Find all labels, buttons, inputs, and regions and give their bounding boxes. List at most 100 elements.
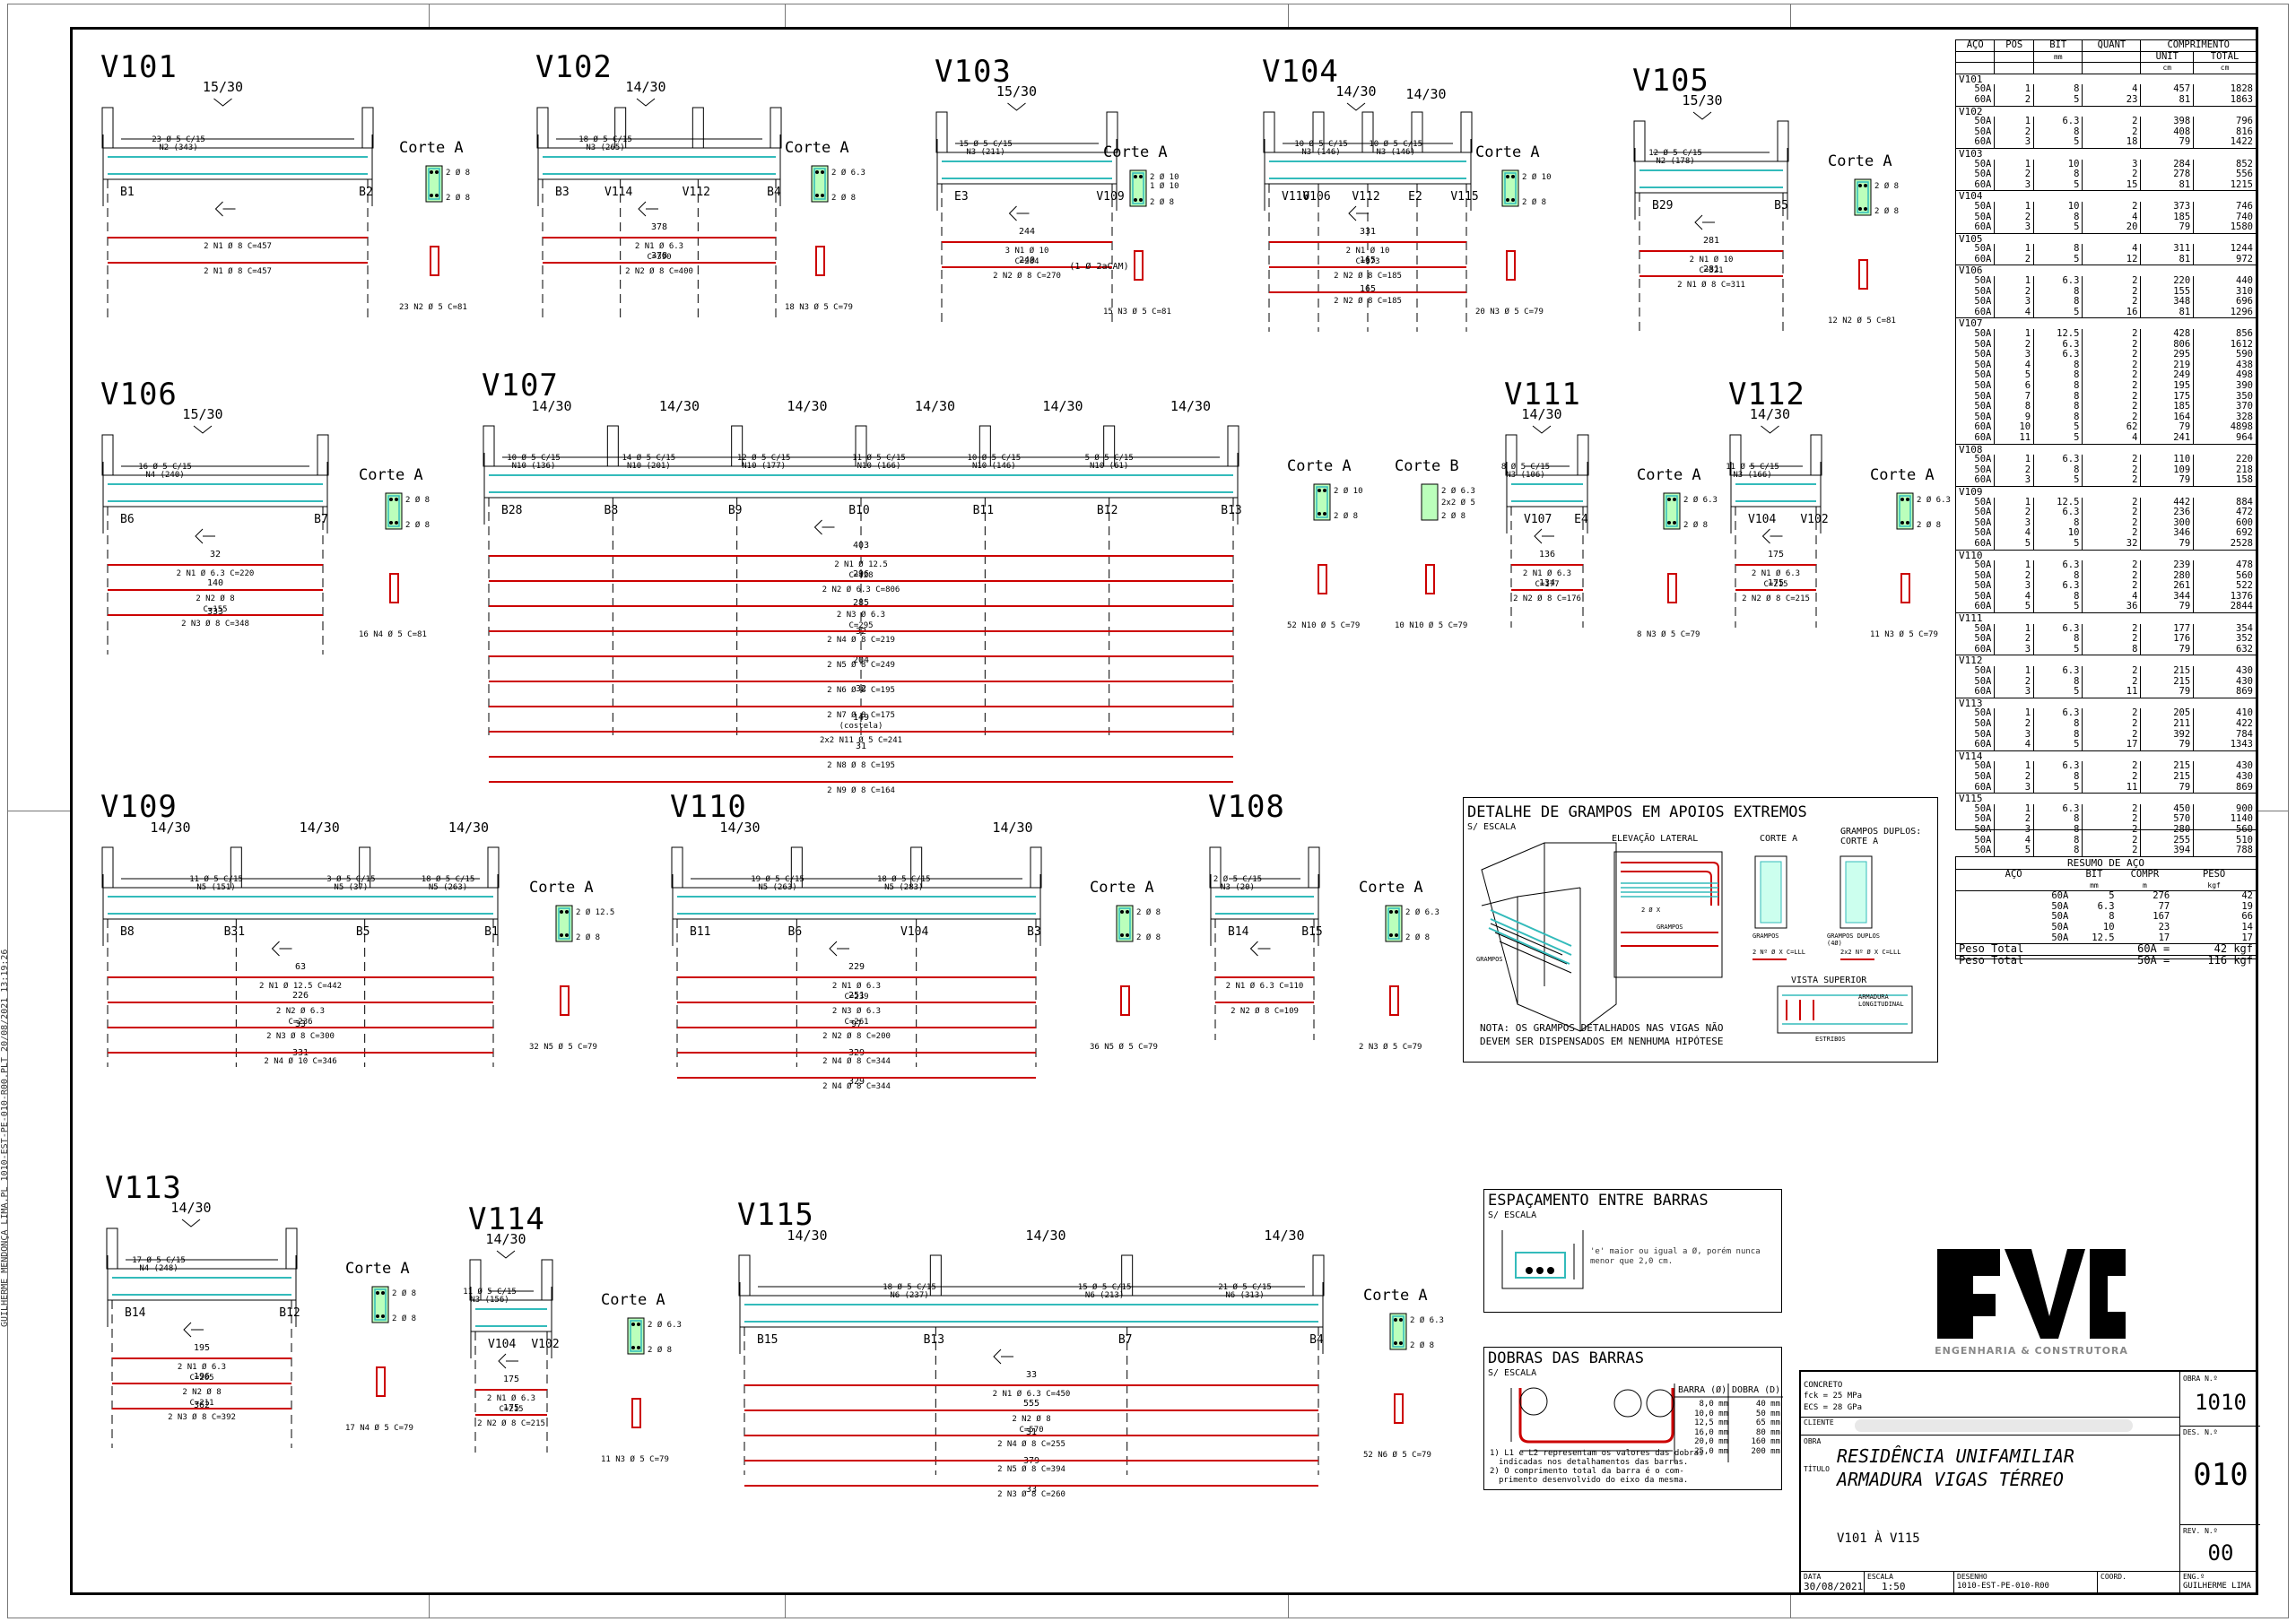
table-cell: 50A (2051, 921, 2069, 932)
sec-bot-label: 2 Ø 8 (446, 193, 470, 203)
steel-group-header: V108 (1956, 443, 2256, 455)
cross-section-drawing: 2 Ø 6.32 Ø 82 N3 Ø 5 C=79 (1359, 905, 1439, 1052)
stirrup-label: N5 (263) (429, 883, 467, 892)
table-cell: 5 (2033, 221, 2083, 234)
stirrup-label: N10 (201) (627, 462, 671, 471)
table-cell: 8 (2033, 126, 2083, 138)
support-label: B10 (848, 504, 869, 517)
dim-label: 175 (503, 1375, 519, 1384)
support-label: B3 (1027, 925, 1041, 939)
dim-label: 63 (295, 962, 306, 972)
grampos-label-estribos: ESTRIBOS (1815, 1036, 1846, 1043)
beam-title: V108 (1208, 789, 1285, 825)
dobras-dobra: 200 mm (1751, 1446, 1780, 1456)
table-cell: 8 (2033, 591, 2083, 603)
bar-label: (costela) (839, 722, 883, 731)
table-cell: 2 (1994, 676, 2035, 688)
table-cell: 2 (2082, 286, 2142, 298)
bar-label: 2 N3 Ø 8 C=392 (168, 1412, 236, 1422)
steel-group-name: V109 (1956, 485, 2256, 498)
beam-title: V111 (1504, 377, 1581, 412)
support-label: B13 (924, 1333, 944, 1347)
table-cell: 16 (2082, 307, 2142, 318)
table-cell: 11 (2082, 686, 2142, 698)
table-cell: 788 (2236, 845, 2253, 856)
bar-label: C=295 (848, 621, 873, 630)
table-cell: 1 (1994, 159, 2035, 170)
bar-label: 2 N3 Ø 8 C=348 (181, 619, 249, 629)
dobras-scale: S/ ESCALA (1488, 1368, 1537, 1378)
stirrup-total: 52 N6 Ø 5 C=79 (1363, 1450, 1431, 1460)
table-cell: 4 (2082, 84, 2142, 95)
table-cell: 8 (2033, 412, 2083, 423)
grampos-drawing (1481, 842, 1913, 1034)
table-cell: 110 (2140, 455, 2195, 465)
section-label: 14/30 (1264, 1227, 1304, 1244)
steel-group-name: V106 (1956, 265, 2256, 277)
table-cell: 218 (2236, 464, 2253, 475)
table-cell: 2 (1994, 771, 2035, 783)
steel-group-name: V114 (1956, 750, 2256, 762)
section-label: 14/30 (1521, 406, 1561, 422)
corte-label: Corte A (529, 879, 594, 897)
tb-escala: 1:50 (1882, 1581, 1906, 1592)
table-cell: 50A (1956, 455, 1996, 465)
sum-unit-mm: mm (2071, 880, 2118, 892)
section-label: 14/30 (300, 820, 340, 836)
beam-title: V106 (100, 377, 178, 412)
table-cell: 2 (2082, 464, 2142, 476)
table-cell: 2 (2082, 718, 2142, 730)
cross-section-drawing: 2 Ø 82 Ø 836 N5 Ø 5 C=79 (1090, 905, 1161, 1052)
cross-section-drawing: 2 Ø 102 Ø 820 N3 Ø 5 C=79 (1475, 169, 1552, 317)
dim-label: 32 (210, 550, 221, 559)
table-cell: 50A (1956, 718, 1996, 730)
table-cell: 2 (2082, 835, 2142, 846)
table-cell: 1140 (2230, 813, 2253, 825)
stirrup-label: 18 Ø 5 C/15 (578, 134, 632, 144)
table-cell: 2 (1994, 634, 2035, 645)
steel-group-header: V110 (1956, 549, 2256, 561)
table-cell: 410 (2236, 707, 2253, 719)
table-cell: 972 (2236, 253, 2253, 265)
table-cell: 50A (1956, 761, 1996, 772)
table-cell: 438 (2236, 359, 2253, 370)
stirrup-label: N3 (146) (1301, 148, 1340, 157)
table-cell: 215 (2140, 665, 2195, 677)
dobras-barra: 20,0 mm (1694, 1437, 1728, 1446)
support-label: B1 (484, 925, 499, 939)
table-cell: 5 (2109, 890, 2115, 902)
tb-obra-label: OBRA (1804, 1437, 1822, 1445)
col-total: TOTAL (2193, 51, 2256, 64)
tb-escala-label: ESCALA (1867, 1573, 1893, 1581)
table-cell: 856 (2236, 328, 2253, 340)
table-cell: 8 (2033, 286, 2083, 298)
table-cell: 50A (1956, 286, 1996, 298)
bar-label: 2 N1 Ø 6.3 (832, 981, 881, 991)
tb-titulo: ARMADURA VIGAS TÉRREO (1837, 1469, 2064, 1490)
dim-label: 281 (1703, 265, 1719, 274)
dim-label: 329 (848, 1077, 865, 1087)
table-cell: 510 (2236, 834, 2253, 846)
table-cell: 1 (1994, 117, 2035, 127)
dobras-barra: 8,0 mm (1699, 1400, 1728, 1409)
section-label: 14/30 (1025, 1227, 1065, 1244)
